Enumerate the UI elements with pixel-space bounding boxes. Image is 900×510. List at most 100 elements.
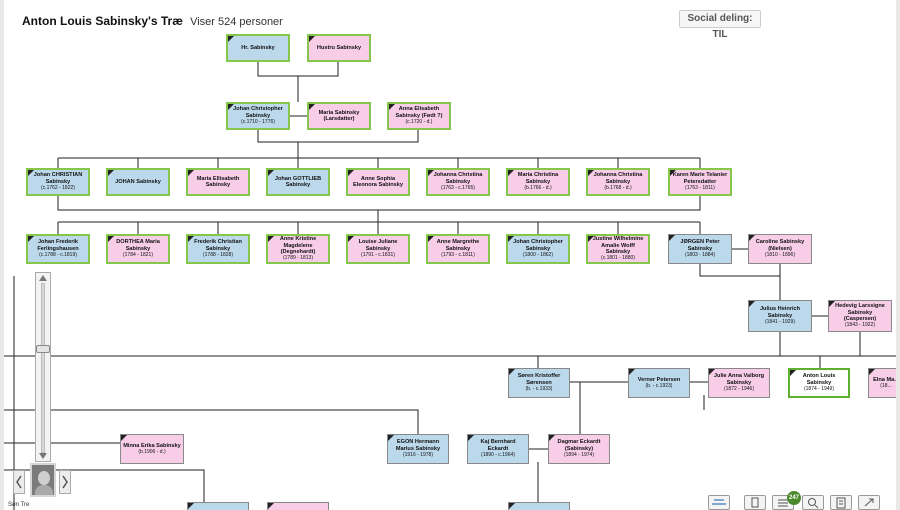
selected-person-card[interactable]: Anton Louis Sabinsky (1874 - 1949) — [788, 368, 850, 398]
person-name: Maria Sabinsky (Larsdatter) — [318, 109, 360, 122]
person-card[interactable]: Hustru Sabinsky — [307, 34, 371, 62]
person-name: Julius Heinrich Sabinsky — [759, 306, 801, 319]
person-card[interactable]: Julie Anna Valborg Sabinsky (1872 - 1946… — [708, 368, 770, 398]
tree-view-button[interactable] — [708, 495, 730, 510]
person-dates: (1791 - c.1831) — [361, 252, 395, 259]
notes-button[interactable] — [830, 495, 852, 510]
person-name: Hedevig Larssigne Sabinsky (Caspersen) — [835, 303, 885, 322]
avatar-face — [38, 471, 50, 485]
person-card[interactable]: Johan Christopher Sabinsky (1800 - 1862) — [506, 234, 570, 264]
avatar[interactable] — [30, 463, 56, 497]
person-name: Johan Christopher Sabinsky — [513, 239, 563, 252]
expand-icon — [864, 498, 874, 507]
person-card[interactable]: Søren Kristoffer Sørensen (b. - c.1933) — [508, 368, 570, 398]
document-icon — [751, 497, 759, 508]
person-card[interactable]: Hedevig Larssigne Sabinsky (Caspersen) (… — [828, 300, 892, 332]
person-card[interactable]: JOHAN Sabinsky — [106, 168, 170, 196]
person-card[interactable]: Caroline Sabinsky (Nielsen) (1810 - 1896… — [748, 234, 812, 264]
person-dates: (1793 - c.1811) — [441, 252, 475, 259]
pan-left-button[interactable] — [13, 470, 25, 494]
person-card[interactable]: Julius Heinrich Sabinsky (1841 - 1929) — [748, 300, 812, 332]
person-card[interactable]: Johan Christopher Sabinsky (c.1710 - 177… — [226, 102, 290, 130]
person-card[interactable]: Johanna Christina Sabinsky (b.1768 - d.) — [586, 168, 650, 196]
person-card[interactable]: Anne Margrethe Sabinsky (1793 - c.1811) — [426, 234, 490, 264]
pan-right-button[interactable] — [59, 470, 71, 494]
zoom-in-icon[interactable] — [39, 275, 47, 281]
tree-title: Anton Louis Sabinsky's Træ — [22, 14, 183, 28]
person-name: Kaj Bernhard Eckardt — [480, 439, 516, 452]
person-card[interactable]: DORTHEA Maria Sabinsky (1784 - 1821) — [106, 234, 170, 264]
bottom-toolbar — [706, 495, 896, 510]
person-dates: (b. - c.1933) — [525, 386, 553, 393]
person-dates: (c.1801 - 1880) — [601, 255, 635, 262]
person-card[interactable]: Minna Erika Sabinsky (b.1906 - d.) — [120, 434, 184, 464]
person-name: Minna Erika Sabinsky — [123, 442, 181, 449]
person-name: Karen Marie Telanier Petersdatter — [672, 172, 728, 185]
person-card[interactable]: Johan Frederik Ferlingshausen (c.1788 - … — [26, 234, 90, 264]
person-name: Johanna Christina Sabinsky — [593, 172, 643, 185]
person-dates: (1810 - 1896) — [764, 252, 796, 259]
print-button[interactable] — [744, 495, 766, 510]
zoom-slider[interactable] — [35, 272, 51, 462]
person-name: Justine Wilhelmine Amalie Wolff Sabinsky — [592, 236, 644, 255]
person-card[interactable]: Anne Kristine Magdelene (Degnehardt) (17… — [266, 234, 330, 264]
person-card[interactable]: Maria Christina Sabinsky (b.1766 - d.) — [506, 168, 570, 196]
person-dates: (b.1906 - d.) — [138, 449, 166, 455]
notification-count-badge[interactable]: 247 — [787, 491, 801, 505]
expand-button[interactable] — [858, 495, 880, 510]
person-card[interactable]: Justine Wilhelmine Amalie Wolff Sabinsky… — [586, 234, 650, 264]
zoom-out-icon[interactable] — [39, 453, 47, 459]
zoom-handle[interactable] — [36, 345, 50, 353]
person-name: Maria Ellisabeth Sabinsky — [196, 175, 240, 188]
person-card[interactable]: Louise Juliane Sabinsky (1791 - c.1831) — [346, 234, 410, 264]
person-card[interactable]: Elna Ma... (18... — [868, 368, 896, 398]
person-card[interactable]: Maria Ellisabeth Sabinsky — [186, 168, 250, 196]
person-dates: (1841 - 1929) — [764, 319, 796, 326]
person-name: Johan Christopher Sabinsky — [233, 106, 283, 119]
person-card-partial[interactable] — [267, 502, 329, 510]
person-card[interactable]: Hr. Sabinsky — [226, 34, 290, 62]
person-card[interactable]: Dagmar Eckardt (Sabinsky) (1894 - 1974) — [548, 434, 610, 464]
person-name: Verner Petersen — [637, 376, 681, 383]
person-card[interactable]: Anne Sophia Eleonora Sabinsky — [346, 168, 410, 196]
person-name: Hustru Sabinsky — [316, 44, 362, 51]
person-name: Anna Elisabeth Sabinsky (Født ?) — [395, 106, 443, 119]
person-name: Anne Margrethe Sabinsky — [436, 239, 480, 252]
person-name: Anton Louis Sabinsky — [802, 373, 836, 386]
person-name: JØRGEN Peter Sabinsky — [680, 239, 720, 252]
person-name: Anne Kristine Magdelene (Degnehardt) — [279, 236, 317, 255]
person-card[interactable]: Frederik Christian Sabinsky (1788 - 1828… — [186, 234, 250, 264]
person-name: Anne Sophia Eleonora Sabinsky — [352, 175, 404, 188]
person-card[interactable]: JØRGEN Peter Sabinsky (1803 - 1884) — [668, 234, 732, 264]
person-name: Johanna Christina Sabinsky — [433, 172, 483, 185]
person-dates: (1916 - 1978) — [402, 452, 434, 459]
avatar-body — [35, 485, 53, 495]
person-dates: (1789 - 1813) — [282, 255, 314, 262]
person-card[interactable]: EGON Hermann Marius Sabinsky (1916 - 197… — [387, 434, 449, 464]
person-name: JOHAN Sabinsky — [115, 178, 161, 185]
person-card-partial[interactable] — [187, 502, 249, 510]
person-card[interactable]: Verner Petersen (b. - c.1923) — [628, 368, 690, 398]
person-card[interactable]: Karen Marie Telanier Petersdatter (1763 … — [668, 168, 732, 196]
social-sharing-toggle[interactable]: Social deling: TIL — [679, 10, 761, 40]
chevron-left-icon — [16, 475, 22, 489]
person-dates: (b.1768 - d.) — [604, 185, 632, 192]
person-dates: (1872 - 1946) — [723, 386, 755, 393]
person-card[interactable]: Anna Elisabeth Sabinsky (Født ?) (c.1720… — [387, 102, 451, 130]
person-name: Caroline Sabinsky (Nielsen) — [755, 239, 805, 252]
person-card[interactable]: Kaj Bernhard Eckardt (1890 - c.1964) — [467, 434, 529, 464]
person-card[interactable]: Johanna Christina Sabinsky (1763 - c.176… — [426, 168, 490, 196]
person-card-partial[interactable] — [508, 502, 570, 510]
person-name: Louise Juliane Sabinsky — [358, 239, 398, 252]
person-dates: (c.1788 - c.1819) — [39, 252, 77, 259]
search-button[interactable] — [802, 495, 824, 510]
person-card[interactable]: Johan CHRISTIAN Sabinsky (c.1762 - 1822) — [26, 168, 90, 196]
person-count: Viser 524 personer — [190, 16, 283, 28]
person-name: Johan CHRISTIAN Sabinsky — [33, 172, 83, 185]
person-card[interactable]: Johan GOTTLIEB Sabinsky — [266, 168, 330, 196]
person-dates: (1763 - 1811) — [685, 185, 715, 192]
person-navigator — [13, 462, 71, 502]
tree-connectors — [4, 62, 896, 510]
person-card[interactable]: Maria Sabinsky (Larsdatter) — [307, 102, 371, 130]
